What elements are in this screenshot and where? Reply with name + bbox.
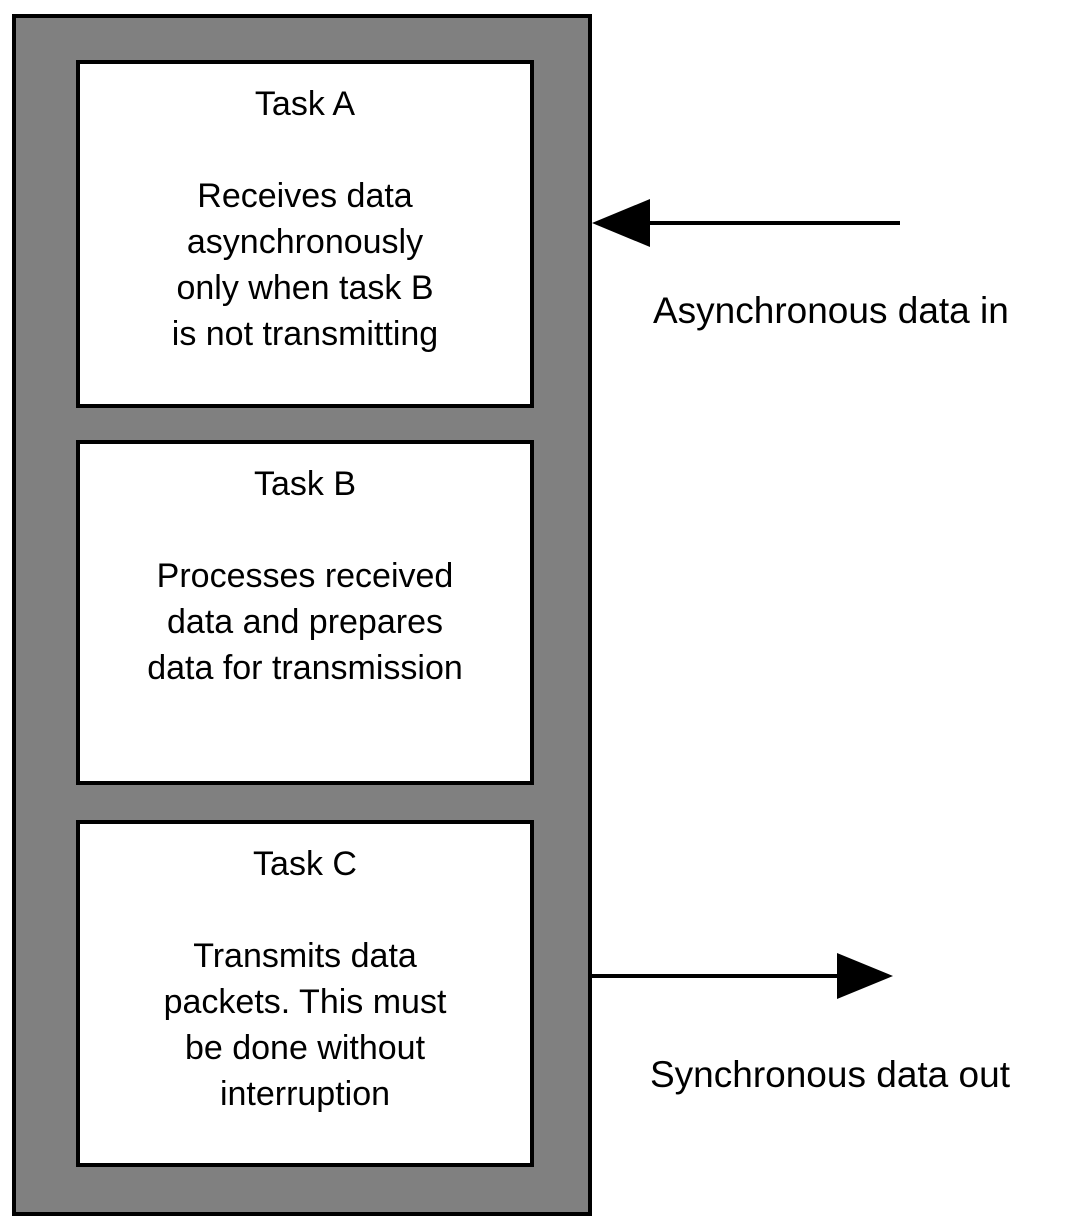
async-data-in-label: Asynchronous data in (653, 290, 1009, 331)
arrowhead-left-icon (592, 199, 650, 247)
task-box-c: Task C Transmits data packets. This must… (76, 820, 534, 1167)
task-b-title: Task B (253, 465, 357, 503)
sync-arrow-line (592, 974, 840, 978)
task-box-a: Task A Receives data asynchronously only… (76, 60, 534, 408)
task-c-description: Transmits data packets. This must be don… (163, 937, 447, 1113)
task-a-title: Task A (254, 85, 356, 123)
task-b-description: Processes received data and prepares dat… (147, 557, 463, 687)
sync-data-out-label: Synchronous data out (650, 1054, 1010, 1095)
task-a-description: Receives data asynchronously only when t… (171, 177, 439, 353)
task-box-b: Task B Processes received data and prepa… (76, 440, 534, 785)
task-c-title: Task C (253, 845, 357, 883)
arrowhead-right-icon (837, 953, 893, 999)
task-container: Task A Receives data asynchronously only… (12, 14, 592, 1216)
async-arrow-line (646, 221, 900, 225)
